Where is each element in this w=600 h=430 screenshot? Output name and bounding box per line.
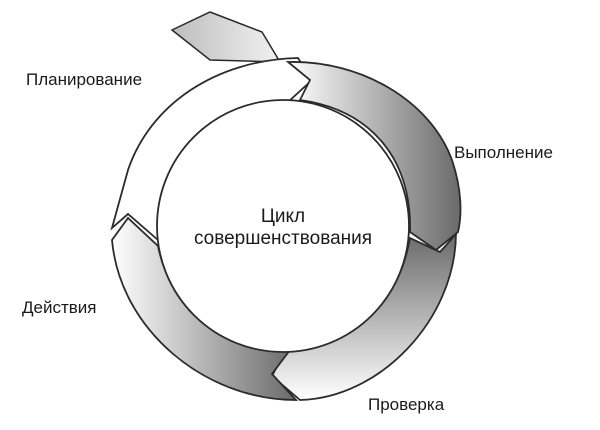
inner-circle [156,99,410,353]
center-label-line2: совершенствования [193,228,373,249]
label-planning: Планирование [26,70,143,89]
label-actions: Действия [22,298,97,317]
center-label: Цикл совершенствования [183,206,383,250]
segment-execution [285,61,462,252]
top-tail-arrow [170,11,282,63]
label-check: Проверка [368,395,445,414]
label-execution: Выполнение [454,143,553,162]
center-label-line1: Цикл [260,206,306,227]
